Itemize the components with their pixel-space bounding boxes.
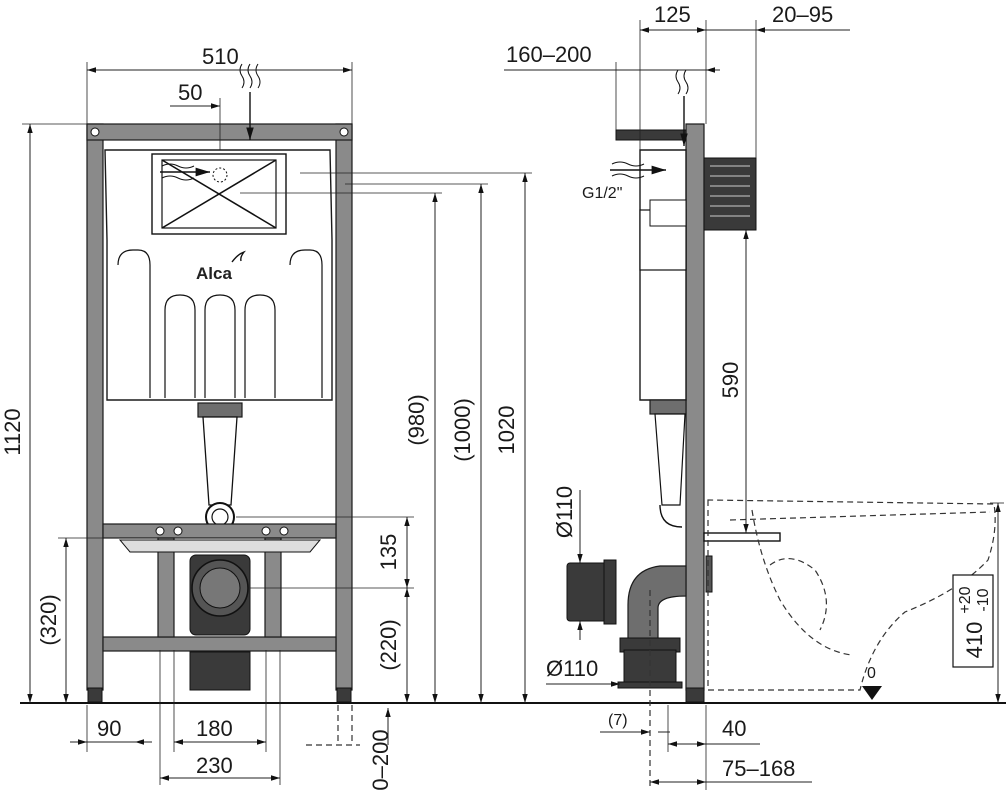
side-waste-bend [627, 565, 687, 641]
dim-bowl-height: 410 [962, 622, 987, 659]
dim-side-dia-top: Ø110 [552, 486, 577, 538]
dim-bottom-230: 230 [196, 753, 233, 778]
dim-side-590: 590 [718, 362, 743, 399]
dim-side-160-200: 160–200 [506, 42, 592, 67]
flush-pipe-connector [197, 402, 243, 418]
dim-height-1000: (1000) [450, 398, 475, 462]
dim-height-320: (320) [36, 594, 61, 645]
dim-bottom-180: 180 [196, 716, 233, 741]
dim-side-7: (7) [608, 712, 628, 729]
thread-size-label: G1/2" [582, 185, 622, 202]
side-flush-plate [703, 157, 757, 231]
dim-bowl-tol-minus: -10 [975, 588, 992, 611]
dim-side-dia-bottom: Ø110 [546, 656, 598, 681]
brand-logo: Alca [196, 264, 232, 283]
dim-height-135: 135 [376, 534, 401, 571]
frame-left-post [86, 123, 104, 691]
frame-top-bar [86, 123, 353, 141]
frame-low-bar [102, 636, 337, 652]
zero-level-marker [862, 686, 882, 700]
side-cistern [639, 149, 687, 401]
frame-right-post [335, 123, 353, 691]
foot-left [87, 687, 103, 703]
toilet-bowl-outline [707, 499, 996, 691]
dim-side-75-168: 75–168 [722, 756, 795, 781]
dim-leg-adjust: 0–200 [368, 729, 393, 790]
foot-right [336, 687, 352, 703]
dim-height-1120: 1120 [0, 408, 25, 455]
side-frame-post [685, 123, 705, 691]
waste-pipe [189, 651, 251, 691]
dim-width-510: 510 [202, 44, 239, 69]
frame-mid-bar [102, 523, 337, 539]
dim-height-220: (220) [376, 619, 401, 670]
flush-pipe [202, 416, 238, 506]
side-waste-connector [566, 562, 608, 622]
dim-side-125: 125 [654, 2, 691, 27]
dim-side-40: 40 [722, 716, 746, 741]
dim-offset-50: 50 [178, 80, 202, 105]
zero-level-label: 0 [867, 665, 876, 682]
side-view: G1/2" 125 20–95 160–200 5 [504, 2, 1004, 790]
dim-height-1020: 1020 [494, 406, 519, 455]
dim-height-980: (980) [404, 394, 429, 445]
front-view: Alca 510 [0, 44, 532, 791]
bowl-height-box [952, 574, 994, 668]
dim-bottom-90: 90 [97, 716, 121, 741]
dim-bowl-tol-plus: +20 [957, 586, 974, 613]
dim-side-20-95: 20–95 [772, 2, 833, 27]
fixing-rod [703, 532, 781, 542]
